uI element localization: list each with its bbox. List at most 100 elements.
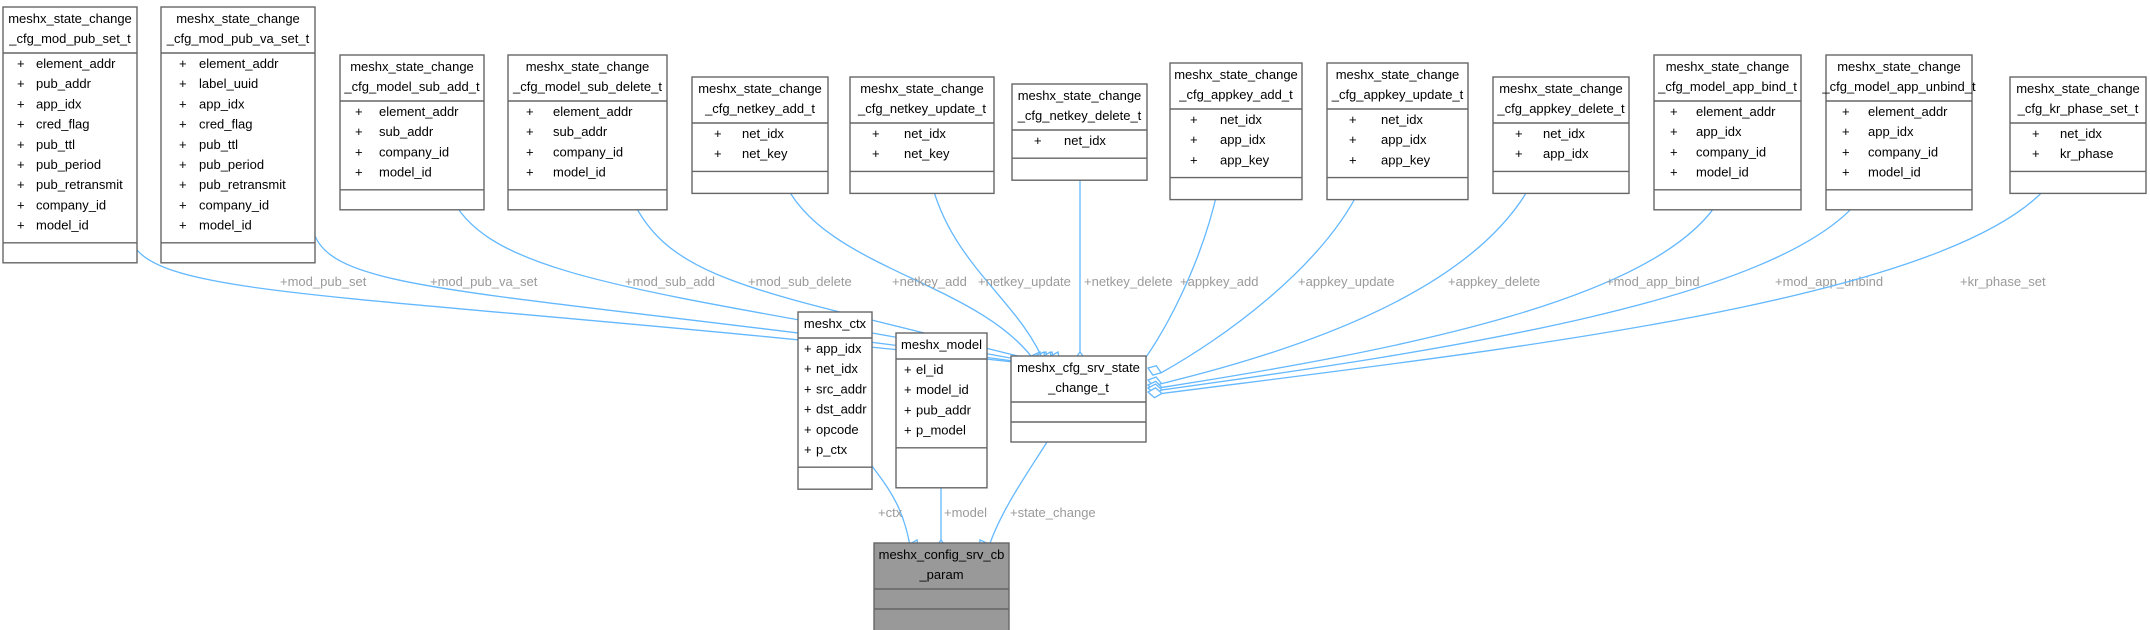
aggregation-diamond: [1146, 364, 1163, 376]
struct-field: pub_retransmit: [199, 177, 286, 192]
struct-box-appkey-delete[interactable]: meshx_state_change_cfg_appkey_delete_t+n…: [1492, 76, 1630, 195]
struct-title: meshx_state_change: [1336, 67, 1460, 82]
struct-field: net_idx: [1381, 112, 1423, 127]
edge-line: [1161, 176, 2056, 395]
struct-title: _cfg_model_sub_add_t: [343, 79, 480, 94]
struct-box-cb-param[interactable]: meshx_config_srv_cb_param: [873, 542, 1010, 630]
struct-layer: meshx_state_change _cfg_mod_pub_set_t + ele…: [2, 6, 2147, 630]
struct-field: model_id: [199, 218, 252, 233]
struct-field: net_key: [742, 146, 788, 161]
struct-box-ctx[interactable]: meshx_ctx+app_idx+net_idx+src_addr+dst_a…: [797, 311, 873, 490]
edge-label: +mod_pub_va_set: [430, 274, 538, 289]
struct-box-pub-va-set[interactable]: meshx_state_change_cfg_mod_pub_va_set_t+…: [160, 6, 316, 264]
struct-field: net_idx: [1220, 112, 1262, 127]
edge-label: +netkey_update: [978, 274, 1071, 289]
field-visibility: +: [179, 197, 187, 212]
struct-field: model_id: [553, 165, 606, 180]
struct-field: p_model: [916, 423, 966, 438]
struct-frame: [797, 311, 873, 490]
field-visibility: +: [904, 402, 912, 417]
field-visibility: +: [17, 137, 25, 152]
struct-box-netkey-add[interactable]: meshx_state_change_cfg_netkey_add_t+net_…: [691, 76, 829, 195]
field-visibility: +: [804, 402, 812, 417]
field-visibility: +: [17, 96, 25, 111]
struct-box-kr-phase-set[interactable]: meshx_state_change_cfg_kr_phase_set_t+ne…: [2009, 76, 2147, 195]
struct-field: pub_retransmit: [36, 177, 123, 192]
struct-field: element_addr: [1696, 104, 1776, 119]
struct-frame: [1010, 355, 1147, 443]
struct-field: pub_ttl: [36, 137, 75, 152]
struct-field: label_uuid: [199, 76, 258, 91]
struct-field: p_ctx: [816, 442, 848, 457]
struct-title: meshx_state_change: [860, 81, 984, 96]
edge-app-bind: +mod_app_bind: [1146, 198, 1721, 392]
struct-frame: [2, 6, 138, 264]
field-visibility: +: [804, 442, 812, 457]
struct-title: meshx_state_change: [698, 81, 822, 96]
edge-line: [1160, 188, 1361, 374]
struct-title: meshx_state_change: [350, 59, 474, 74]
field-visibility: +: [1190, 152, 1198, 167]
struct-field: net_idx: [1064, 133, 1106, 148]
struct-field: net_key: [904, 146, 950, 161]
struct-box-model[interactable]: meshx_model+el_id+model_id+pub_addr+p_mo…: [895, 332, 988, 489]
struct-field: app_idx: [36, 96, 82, 111]
struct-title: _cfg_mod_pub_set_t: [8, 31, 131, 46]
struct-frame: [691, 76, 829, 195]
struct-field: app_idx: [1868, 124, 1914, 139]
field-visibility: +: [714, 146, 722, 161]
field-visibility: +: [1670, 144, 1678, 159]
struct-box-app-bind[interactable]: meshx_state_change_cfg_model_app_bind_t+…: [1653, 54, 1802, 211]
struct-title: _cfg_appkey_update_t: [1331, 87, 1464, 102]
struct-title: _param: [918, 567, 963, 582]
struct-field: app_idx: [199, 96, 245, 111]
struct-field: dst_addr: [816, 402, 867, 417]
struct-box-netkey-delete[interactable]: meshx_state_change_cfg_netkey_delete_t+n…: [1011, 83, 1148, 181]
field-visibility: +: [526, 104, 534, 119]
edge-appkey-delete: +appkey_delete: [1146, 176, 1540, 388]
field-visibility: +: [526, 165, 534, 180]
field-visibility: +: [17, 157, 25, 172]
field-visibility: +: [355, 124, 363, 139]
field-visibility: +: [1670, 124, 1678, 139]
struct-field: kr_phase: [2060, 146, 2113, 161]
field-visibility: +: [179, 218, 187, 233]
field-visibility: +: [804, 361, 812, 376]
field-visibility: +: [904, 362, 912, 377]
struct-box-pub-set[interactable]: meshx_state_change_cfg_mod_pub_set_t+ele…: [2, 6, 138, 264]
struct-box-appkey-add[interactable]: meshx_state_change _cfg_appkey_add_t + net_…: [1169, 62, 1303, 201]
field-visibility: +: [1842, 144, 1850, 159]
struct-field: element_addr: [379, 104, 459, 119]
struct-field: net_idx: [2060, 126, 2102, 141]
struct-title: meshx_state_change: [1174, 67, 1298, 82]
struct-field: company_id: [36, 197, 106, 212]
edge-line: [986, 433, 1053, 553]
field-visibility: +: [1349, 152, 1357, 167]
edge-state-change: +state_change: [978, 433, 1096, 554]
struct-title: _cfg_netkey_update_t: [857, 101, 986, 116]
struct-frame: [873, 542, 1010, 630]
field-visibility: +: [1349, 132, 1357, 147]
struct-field: pub_period: [36, 157, 101, 172]
struct-title: _cfg_model_app_unbind_t: [1821, 79, 1976, 94]
struct-title: _cfg_kr_phase_set_t: [2017, 101, 2139, 116]
struct-field: pub_addr: [36, 76, 92, 91]
struct-field: element_addr: [1868, 104, 1948, 119]
struct-field: app_idx: [1220, 132, 1266, 147]
field-visibility: +: [1190, 112, 1198, 127]
field-visibility: +: [179, 76, 187, 91]
struct-box-app-unbind[interactable]: meshx_state_change_cfg_model_app_unbind_…: [1821, 54, 1976, 211]
struct-box-state-change[interactable]: meshx_cfg_srv_state_change_t: [1010, 355, 1147, 443]
field-visibility: +: [179, 137, 187, 152]
struct-field: net_idx: [1543, 126, 1585, 141]
struct-title: _cfg_appkey_add_t: [1178, 87, 1293, 102]
field-visibility: +: [179, 56, 187, 71]
edge-label: +appkey_delete: [1448, 274, 1540, 289]
struct-box-sub-delete[interactable]: meshx_state_change_cfg_model_sub_delete_…: [507, 54, 668, 211]
struct-box-netkey-update[interactable]: meshx_state_change_cfg_netkey_update_t+n…: [849, 76, 995, 195]
struct-field: model_id: [1868, 165, 1921, 180]
edge-line: [1139, 188, 1219, 366]
field-visibility: +: [1515, 126, 1523, 141]
struct-box-sub-add[interactable]: meshx_state_change _cfg_model_sub_add_t + e…: [339, 54, 485, 211]
struct-box-appkey-update[interactable]: meshx_state_change _cfg_appkey_update_t + n…: [1326, 62, 1469, 201]
